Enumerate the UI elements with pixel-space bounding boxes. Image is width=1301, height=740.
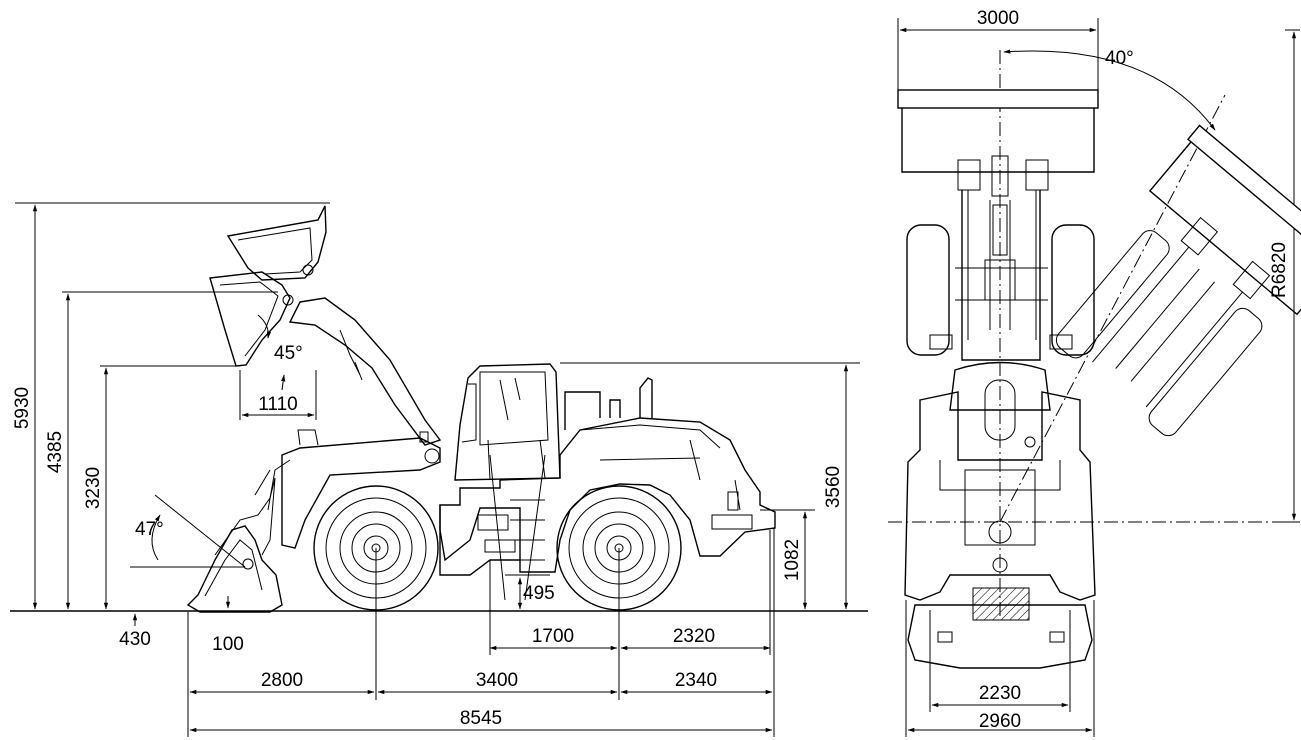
label-rear-overhang: 2340 bbox=[675, 670, 717, 691]
label-ground-clearance: 495 bbox=[523, 583, 555, 604]
label-dump-height: 4385 bbox=[45, 431, 66, 473]
bucket-top-articulated bbox=[1055, 124, 1301, 437]
label-bucket-width: 3000 bbox=[977, 8, 1019, 29]
label-overall-width: 2960 bbox=[979, 711, 1021, 732]
side-view bbox=[10, 202, 868, 737]
bucket-top-straight bbox=[897, 89, 1099, 109]
label-rear-to-counterweight: 2320 bbox=[673, 626, 715, 647]
label-tread: 2230 bbox=[979, 683, 1021, 704]
label-bucket-lip: 100 bbox=[212, 634, 244, 655]
label-front-to-axle: 2800 bbox=[261, 670, 303, 691]
label-cab-height: 3560 bbox=[823, 466, 844, 508]
articulated-centerline bbox=[999, 94, 1226, 523]
label-dump-angle: 45° bbox=[274, 343, 303, 364]
bucket-dump bbox=[209, 271, 291, 367]
counterweight bbox=[907, 604, 1093, 669]
label-total-length: 8545 bbox=[460, 708, 502, 729]
side-view-labels: 5930 4385 3230 3560 1082 495 430 100 45°… bbox=[12, 343, 844, 729]
label-dig-depth: 430 bbox=[119, 629, 151, 650]
label-rollback-angle: 47° bbox=[135, 519, 164, 540]
label-turning-radius: R6820 bbox=[1269, 242, 1290, 298]
hatched-panel bbox=[972, 587, 1030, 621]
rear-frame bbox=[904, 391, 1096, 601]
label-hood-height: 1082 bbox=[782, 539, 803, 581]
label-dump-clearance: 3230 bbox=[83, 467, 104, 509]
front-frame bbox=[961, 190, 1041, 361]
label-wheelbase: 3400 bbox=[476, 670, 518, 691]
label-axle-to-hitch: 1700 bbox=[532, 626, 574, 647]
label-max-height: 5930 bbox=[12, 387, 33, 429]
top-view-labels: 3000 40° R6820 2230 2960 bbox=[977, 8, 1290, 732]
cab bbox=[454, 363, 561, 481]
label-dump-reach: 1110 bbox=[258, 394, 297, 415]
front-tire-right bbox=[1051, 224, 1095, 356]
lift-arm-raised bbox=[288, 297, 442, 446]
front-tire-left bbox=[906, 224, 950, 356]
top-view bbox=[888, 18, 1301, 737]
bucket-lowered bbox=[186, 525, 283, 613]
label-articulation-angle: 40° bbox=[1105, 48, 1134, 69]
bucket-max-height bbox=[226, 205, 327, 281]
lift-arm-lowered bbox=[281, 437, 441, 549]
exhaust-stack bbox=[639, 377, 653, 418]
